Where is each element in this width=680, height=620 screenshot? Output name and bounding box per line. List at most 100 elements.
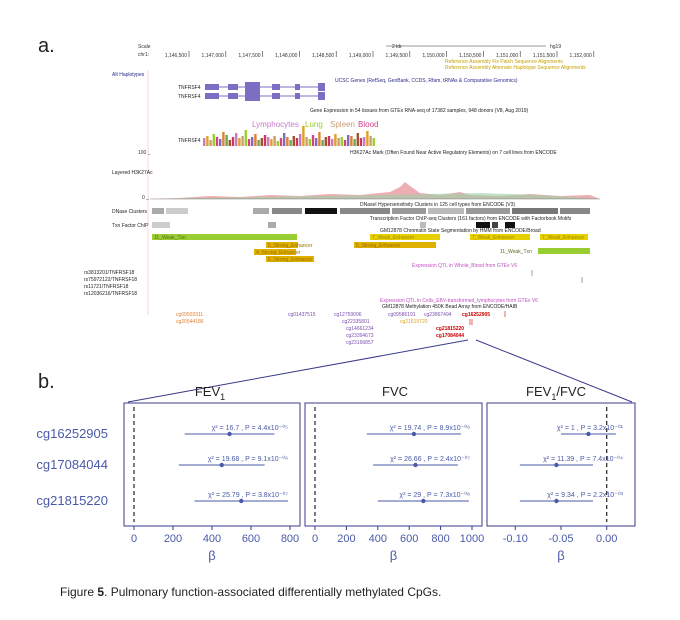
gtex-gene-label: TNFRSF4 <box>178 138 201 144</box>
stat-annotation: χ² = 16.7 , P = 4.4x10⁻⁰⁵ <box>212 424 288 432</box>
gtex-bar <box>235 133 238 146</box>
point-estimate <box>239 498 244 504</box>
cpg-label: cg09586191 <box>388 312 416 318</box>
eqtl-lcl-track-title: Expression QTL in Cells_EBV-transformed_… <box>380 298 538 304</box>
gtex-bar <box>363 137 366 146</box>
row-label-cg17084044: cg17084044 <box>36 457 108 472</box>
cpg-label: cg22335801 <box>342 319 370 325</box>
stat-annotation: χ² = 19.74 , P = 8.9x10⁻⁰⁶ <box>390 424 470 432</box>
gtex-bar <box>222 132 225 146</box>
caption-text: . Pulmonary function-associated differen… <box>104 585 442 599</box>
gtex-bar <box>251 137 254 146</box>
layered-h3k27ac-label: Layered H3K27Ac <box>112 170 153 176</box>
forest-plot-panel: b. cg16252905 cg17084044 cg21815220 FEV1… <box>36 339 636 563</box>
x-tick-label: 400 <box>369 533 387 545</box>
x-tick-label: 600 <box>400 533 418 545</box>
point-estimate <box>411 431 417 437</box>
gtex-bar <box>315 138 318 146</box>
x-tick-label: 200 <box>164 533 182 545</box>
point-estimate <box>413 462 418 468</box>
tissue-label-lymphocytes: Lymphocytes <box>252 120 299 129</box>
scale-label: Scale <box>138 44 151 50</box>
gtex-bar <box>279 138 283 146</box>
alt-patch-track-title: Reference Assembly Alternate Haplotype S… <box>445 65 586 71</box>
zoom-connector-right <box>475 339 633 403</box>
chromatin-segment <box>266 256 314 262</box>
gtex-bar <box>206 136 209 146</box>
coord-label: 1,149,500 <box>386 53 408 59</box>
x-tick-label: 0 <box>131 533 137 545</box>
ucsc-genes-track-title: UCSC Genes (RefSeq, GenBank, CCDS, Rfam,… <box>335 78 518 84</box>
gtex-bar <box>263 135 267 146</box>
chromhmm-track-title: GM12878 Chromatin State Segmentation by … <box>380 228 541 234</box>
stat-annotation: χ² = 25.79 , P = 3.8x10⁻⁰⁷ <box>208 491 288 499</box>
x-axis-label: β <box>208 548 215 563</box>
plot-title-fev1-fvc: FEV1/FVC <box>526 384 586 402</box>
x-tick-label: 0.00 <box>596 533 617 545</box>
chromatin-segment <box>266 242 298 248</box>
dnase-track-title: DNaseI Hypersensitivity Clusters in 125 … <box>360 202 515 208</box>
assembly-label: hg19 <box>550 44 561 50</box>
gtex-bar <box>369 136 372 146</box>
h3k27ac-signal <box>150 182 600 200</box>
gtex-bar <box>372 138 375 146</box>
cpg-probes: cg09503311 cg20544186 cg01437515 cg12759… <box>176 311 506 345</box>
gtex-bar <box>203 138 206 146</box>
coord-label: 1,147,500 <box>238 53 260 59</box>
coord-label: 1,148,500 <box>312 53 334 59</box>
x-axis-label: β <box>390 548 397 563</box>
tissue-label-spleen: Spleen <box>330 120 355 129</box>
gtex-bar <box>228 140 231 146</box>
chromatin-state-label: 7_Weak_Enhancer <box>542 235 585 241</box>
gtex-bar <box>289 140 292 146</box>
y-axis-bottom: 0 _ <box>142 195 149 201</box>
cpg-label: cg23394673 <box>346 333 374 339</box>
eqtl-blood-track-title: Expression QTL in Whole_Blood from GTEx … <box>412 263 517 269</box>
gtex-bar <box>241 136 244 146</box>
gtex-bar <box>347 135 350 146</box>
panel-b-label: b. <box>38 371 55 393</box>
snp-label: rs75972122/TNFRSF18 <box>84 277 137 283</box>
plot-frame <box>304 402 483 527</box>
chromatin-state-label: 5_Strong_Enhancer <box>356 243 401 249</box>
chromatin-state-label: 7_Weak_Enhancer <box>372 235 415 241</box>
title-sub: 1 <box>220 392 225 402</box>
gtex-bar <box>353 139 356 146</box>
gtex-bar <box>215 137 219 146</box>
x-tick-label: -0.05 <box>548 533 573 545</box>
gtex-bar <box>231 137 235 146</box>
title-sub: 1 <box>551 392 556 402</box>
coord-label: 1,146,500 <box>165 53 187 59</box>
cpg-label: cg14661234 <box>346 326 374 332</box>
txn-track-title: Transcription Factor ChIP-seq Clusters (… <box>370 216 572 222</box>
gtex-bar <box>286 137 289 146</box>
cpg-label-highlight: cg16252905 <box>462 312 490 318</box>
coord-label: 1,147,000 <box>202 53 224 59</box>
chromatin-segment <box>254 249 296 255</box>
coord-label: 1,152,000 <box>570 53 592 59</box>
fix-patch-track-title: Reference Assembly Fix Patch Sequence Al… <box>445 59 563 65</box>
dnase-label: DNase Clusters <box>112 209 148 215</box>
panel-a-label: a. <box>38 35 55 57</box>
cpg-label: cg01437515 <box>288 312 316 318</box>
txn-factor-clusters <box>152 222 515 228</box>
zoom-connector-left <box>127 339 469 403</box>
gtex-bar <box>356 133 359 146</box>
gene-model-tnfrsf4 <box>205 82 325 101</box>
gtex-bar <box>276 141 279 146</box>
dnase-clusters <box>152 208 590 214</box>
gtex-bar <box>292 136 295 146</box>
gtex-bar <box>305 137 308 146</box>
gtex-bar <box>267 137 270 146</box>
gtex-bar <box>257 140 260 146</box>
gtex-bar <box>295 138 299 146</box>
plot-title-fvc: FVC <box>382 384 408 399</box>
point-estimate <box>227 431 232 437</box>
gtex-bar <box>337 138 340 146</box>
gene-label-2: TNFRSF4 <box>178 94 201 100</box>
point-estimate <box>554 498 559 504</box>
